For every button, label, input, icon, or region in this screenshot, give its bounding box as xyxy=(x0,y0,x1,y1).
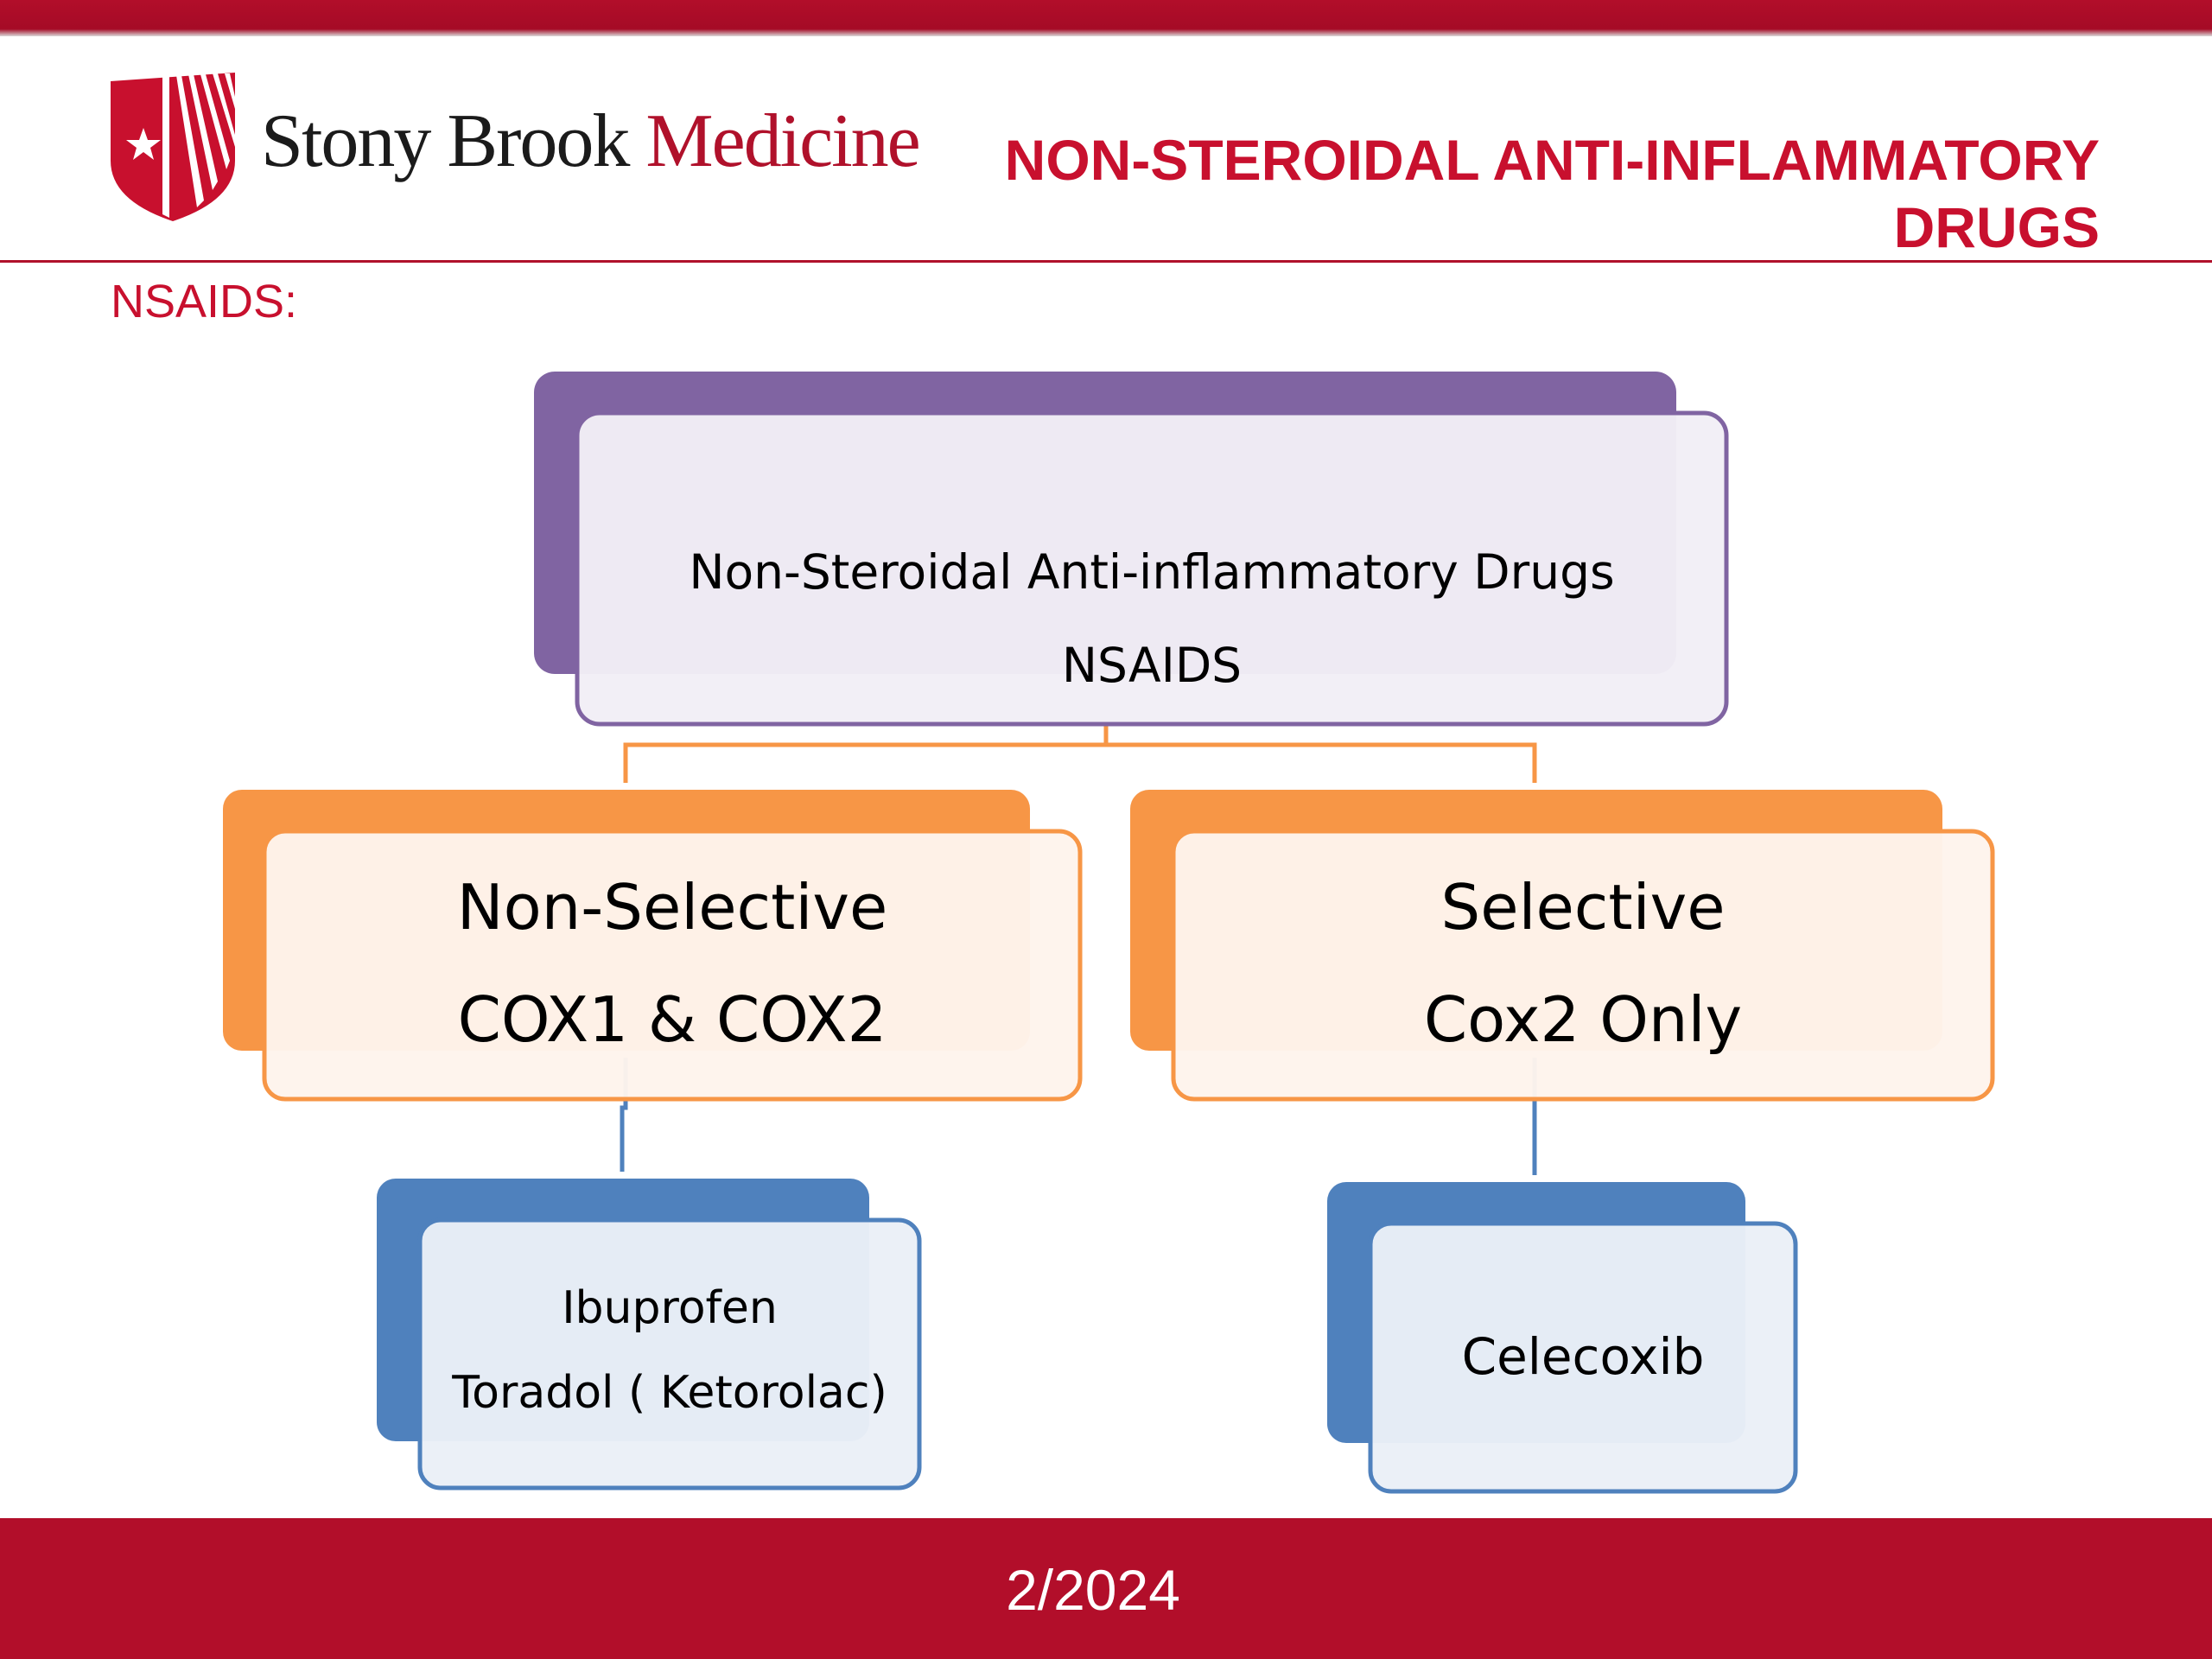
selective-drug-label: Celecoxib xyxy=(1370,1313,1796,1400)
logo-wordmark: Stony Brook Medicine xyxy=(261,104,921,180)
slide-title: NON-STEROIDAL ANTI-INFLAMMATORY DRUGS xyxy=(976,126,2100,261)
root-node-label-line-2: NSAIDS xyxy=(1061,638,1243,693)
selective-node-label-line-2: Cox2 Only xyxy=(1423,983,1743,1056)
selective-node xyxy=(1130,790,1995,1102)
connector-root-to-classes xyxy=(623,724,1537,783)
top-accent-bar xyxy=(0,0,2212,36)
non-selective-drugs-label-line-1: Ibuprofen xyxy=(562,1282,778,1334)
stony-brook-medicine-logo: Stony Brook Medicine xyxy=(109,71,973,226)
root-node-label-line-1: Non-Steroidal Anti-inflammatory Drugs xyxy=(689,544,1615,600)
non-selective-node xyxy=(223,790,1083,1102)
header-divider xyxy=(0,260,2212,263)
selective-drug-node xyxy=(1327,1182,1798,1494)
non-selective-drugs-label-line-2: Toradol ( Ketorolac) xyxy=(452,1367,887,1419)
footer-bar xyxy=(0,1518,2212,1659)
shield-logo-icon xyxy=(111,73,235,221)
root-node-label: Non-Steroidal Anti-inflammatory Drugs NS… xyxy=(577,525,1726,712)
selective-node-label-line-1: Selective xyxy=(1440,871,1726,944)
root-node xyxy=(534,372,1729,727)
selective-node-label: Selective Cox2 Only xyxy=(1173,851,1993,1076)
footer-date: 2/2024 xyxy=(1006,1558,1180,1622)
slide-title-line-1: NON-STEROIDAL ANTI-INFLAMMATORY xyxy=(1004,128,2100,192)
non-selective-node-label: Non-Selective COX1 & COX2 xyxy=(264,851,1080,1076)
logo-wordmark-medicine: Medicine xyxy=(645,99,920,183)
slide-title-line-2: DRUGS xyxy=(1893,195,2100,259)
logo-wordmark-stony-brook: Stony Brook xyxy=(261,99,630,183)
section-label: NSAIDS: xyxy=(111,276,298,327)
non-selective-drugs-node xyxy=(377,1179,922,1491)
non-selective-node-label-line-2: COX1 & COX2 xyxy=(457,983,887,1056)
selective-drug-label-line-1: Celecoxib xyxy=(1461,1327,1705,1386)
non-selective-node-label-line-1: Non-Selective xyxy=(456,871,888,944)
non-selective-drugs-label: Ibuprofen Toradol ( Ketorolac) xyxy=(420,1266,919,1435)
